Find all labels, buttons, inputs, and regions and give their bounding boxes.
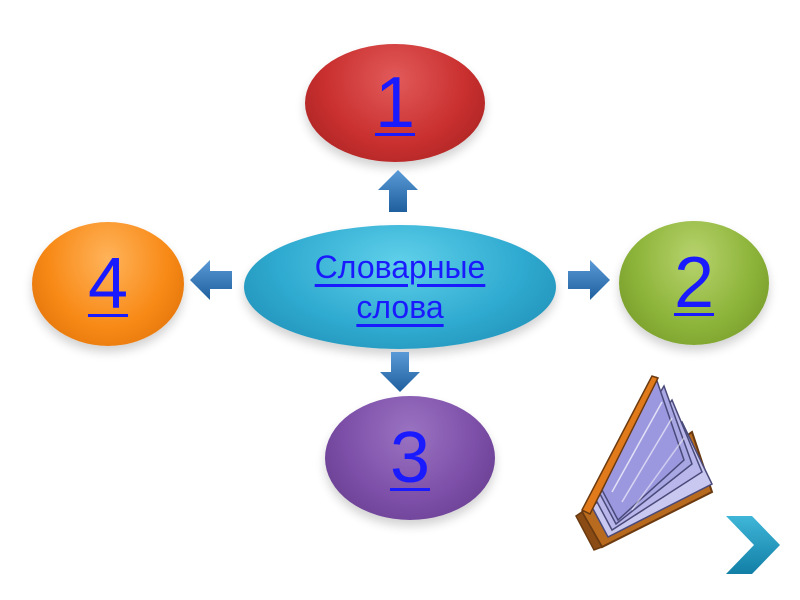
node-3[interactable]: 3: [325, 396, 495, 520]
node-4-link[interactable]: 4: [87, 244, 129, 324]
arrow-left-icon: [188, 258, 234, 302]
node-1-link[interactable]: 1: [374, 63, 416, 143]
node-1[interactable]: 1: [305, 44, 485, 162]
center-node[interactable]: Словарные слова: [244, 225, 556, 349]
center-node-link[interactable]: Словарные слова: [314, 249, 486, 325]
node-3-link[interactable]: 3: [389, 418, 431, 498]
node-4[interactable]: 4: [32, 222, 184, 346]
next-slide-button[interactable]: [722, 512, 782, 578]
open-book-icon: [572, 372, 732, 557]
arrow-up-icon: [376, 168, 420, 214]
node-2[interactable]: 2: [619, 221, 769, 345]
node-2-link[interactable]: 2: [673, 243, 715, 323]
arrow-right-icon: [566, 258, 612, 302]
chevron-right-icon: [726, 516, 780, 574]
arrow-down-icon: [378, 350, 422, 394]
